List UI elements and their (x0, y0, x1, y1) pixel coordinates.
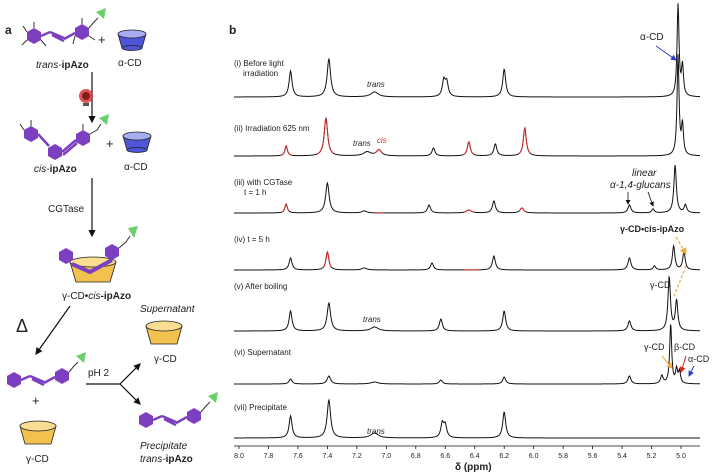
x-tick-label: 6.0 (529, 453, 539, 460)
ph-arrow-up (119, 363, 141, 385)
trace-1-label-line1: (i) Before light (234, 59, 285, 68)
trace-1-trans-note: trans (367, 80, 385, 89)
gamma-cd-label-super: γ-CD (154, 354, 177, 365)
x-tick-label: 7.6 (293, 453, 303, 460)
x-tick-label: 7.8 (264, 453, 274, 460)
trace-3-label-line2: t = 1 h (244, 188, 266, 197)
cis-peak-highlight (518, 207, 527, 213)
nmr-traces (234, 3, 701, 439)
alpha-cd-arrow-top (655, 45, 677, 61)
light-bulb-icon (79, 89, 93, 106)
beta-cd-annotation-vi: β-CD (674, 342, 696, 352)
plus-sign-1: + (98, 32, 106, 47)
alpha-cd-annotation-vi: α-CD (688, 354, 710, 364)
gamma-cd-complex (59, 226, 138, 283)
trans-ipazo-label-2: trans-ipAzo (140, 454, 193, 465)
alpha-cd-label-2: α-CD (124, 162, 148, 173)
reaction-arrow-3 (35, 305, 71, 355)
cis-peak-highlight (462, 140, 475, 156)
plus-sign-2: + (106, 136, 114, 151)
panel-a-label: a (5, 23, 12, 37)
cis-peak-highlight (464, 209, 475, 213)
nmr-trace-5 (234, 275, 701, 332)
x-tick-label: 8.0 (234, 453, 244, 460)
cis-ipazo-molecule (19, 114, 109, 160)
x-tick-label: 7.0 (381, 453, 391, 460)
alpha-cd-arrow-vi (688, 365, 695, 377)
x-tick-label: 5.0 (676, 453, 686, 460)
linear-glucans-line1: linear (632, 168, 657, 179)
trace-7-trans-note: trans (367, 427, 385, 436)
linear-glucans-line2: α-1,4-glucans (610, 180, 671, 191)
precipitate-heading: Precipitate (140, 441, 188, 452)
x-tick-label: 5.6 (588, 453, 598, 460)
x-tick-label: 6.4 (470, 453, 480, 460)
panel-b-label: b (229, 23, 236, 37)
cis-peak-highlight (280, 144, 292, 156)
trace-3-label-line1: (iii) with CGTase (234, 178, 293, 187)
x-axis-title: δ (ppm) (455, 462, 492, 473)
trans-ipazo-label-1: trans-ipAzo (36, 60, 89, 71)
gamma-cd-label-left: γ-CD (26, 454, 49, 465)
cis-peak-highlight (322, 250, 332, 268)
alpha-cd-label-1: α-CD (118, 58, 142, 69)
gamma-cd-arrow-vi (661, 355, 673, 369)
nmr-trace-4 (234, 243, 701, 271)
complex-annotation: γ-CD•cis-ipAzo (620, 224, 685, 234)
trace-2-label: (ii) Irradiation 625 nm (234, 124, 310, 133)
x-tick-label: 6.8 (411, 453, 421, 460)
x-tick-label: 5.2 (647, 453, 657, 460)
trans-ipazo-molecule (21, 8, 106, 47)
gamma-cd-cone-super (145, 320, 183, 345)
nmr-trace-6 (234, 324, 701, 385)
trans-ipazo-precipitate (139, 392, 218, 428)
x-tick-label: 6.2 (499, 453, 509, 460)
panel-b: b (i) Before light irradiation trans (ii… (229, 3, 710, 473)
gamma-cd-annotation-vi: γ-CD (644, 342, 665, 352)
cis-peak-highlight (316, 116, 334, 155)
delta-symbol: Δ (16, 316, 28, 336)
gamma-cd-annotation-v: γ-CD (650, 280, 671, 290)
x-tick-label: 5.8 (558, 453, 568, 460)
gamma-cd-dashed-v (673, 265, 687, 297)
cis-peak-highlight (518, 126, 531, 154)
alpha-cd-cone-1 (117, 29, 147, 51)
trace-1-label-line2: irradiation (243, 69, 278, 78)
nmr-trace-2 (234, 54, 701, 157)
supernatant-heading: Supernatant (140, 304, 196, 315)
trace-2-trans-note: trans (353, 139, 371, 148)
trace-7-label: (vii) Precipitate (234, 403, 287, 412)
nmr-trace-1 (234, 3, 701, 98)
ph-arrow-down (119, 383, 141, 405)
plus-sign-3: + (32, 393, 40, 408)
cis-ipazo-label: cis-ipAzo (34, 164, 77, 175)
beta-cd-arrow-vi (679, 355, 687, 373)
trace-2-cis-note: cis (377, 136, 387, 145)
trace-4-label: (iv) t = 5 h (234, 235, 270, 244)
x-tick-label: 7.4 (323, 453, 333, 460)
trace-6-label: (vi) Supernatant (234, 348, 292, 357)
nmr-trace-7 (234, 398, 700, 439)
alpha-cd-annotation-top: α-CD (640, 32, 664, 43)
trans-ipazo-free (7, 352, 86, 388)
trace-5-trans-note: trans (363, 315, 381, 324)
x-tick-label: 6.6 (440, 453, 450, 460)
trace-5-label: (v) After boiling (234, 282, 287, 291)
cis-peak-highlight (281, 202, 290, 213)
glucan-arrow-2 (647, 191, 654, 207)
x-tick-label: 7.2 (352, 453, 362, 460)
x-tick-label: 5.4 (617, 453, 627, 460)
ph-label: pH 2 (88, 368, 110, 379)
gamma-cd-cone-left (19, 420, 57, 445)
cis-peak-highlight (374, 148, 384, 154)
complex-label: γ-CD•cis-ipAzo (62, 291, 131, 302)
complex-arrow (675, 236, 687, 256)
panel-a: a + trans-ipAzo α-CD (5, 8, 218, 465)
alpha-cd-cone-2 (122, 131, 152, 153)
x-axis-ticks: 8.0 7.8 7.6 7.4 7.2 7.0 6.8 6.6 6.4 6.2 6.0 5.8 5.6 5… (234, 446, 686, 460)
cgtase-label: CGTase (48, 204, 85, 215)
